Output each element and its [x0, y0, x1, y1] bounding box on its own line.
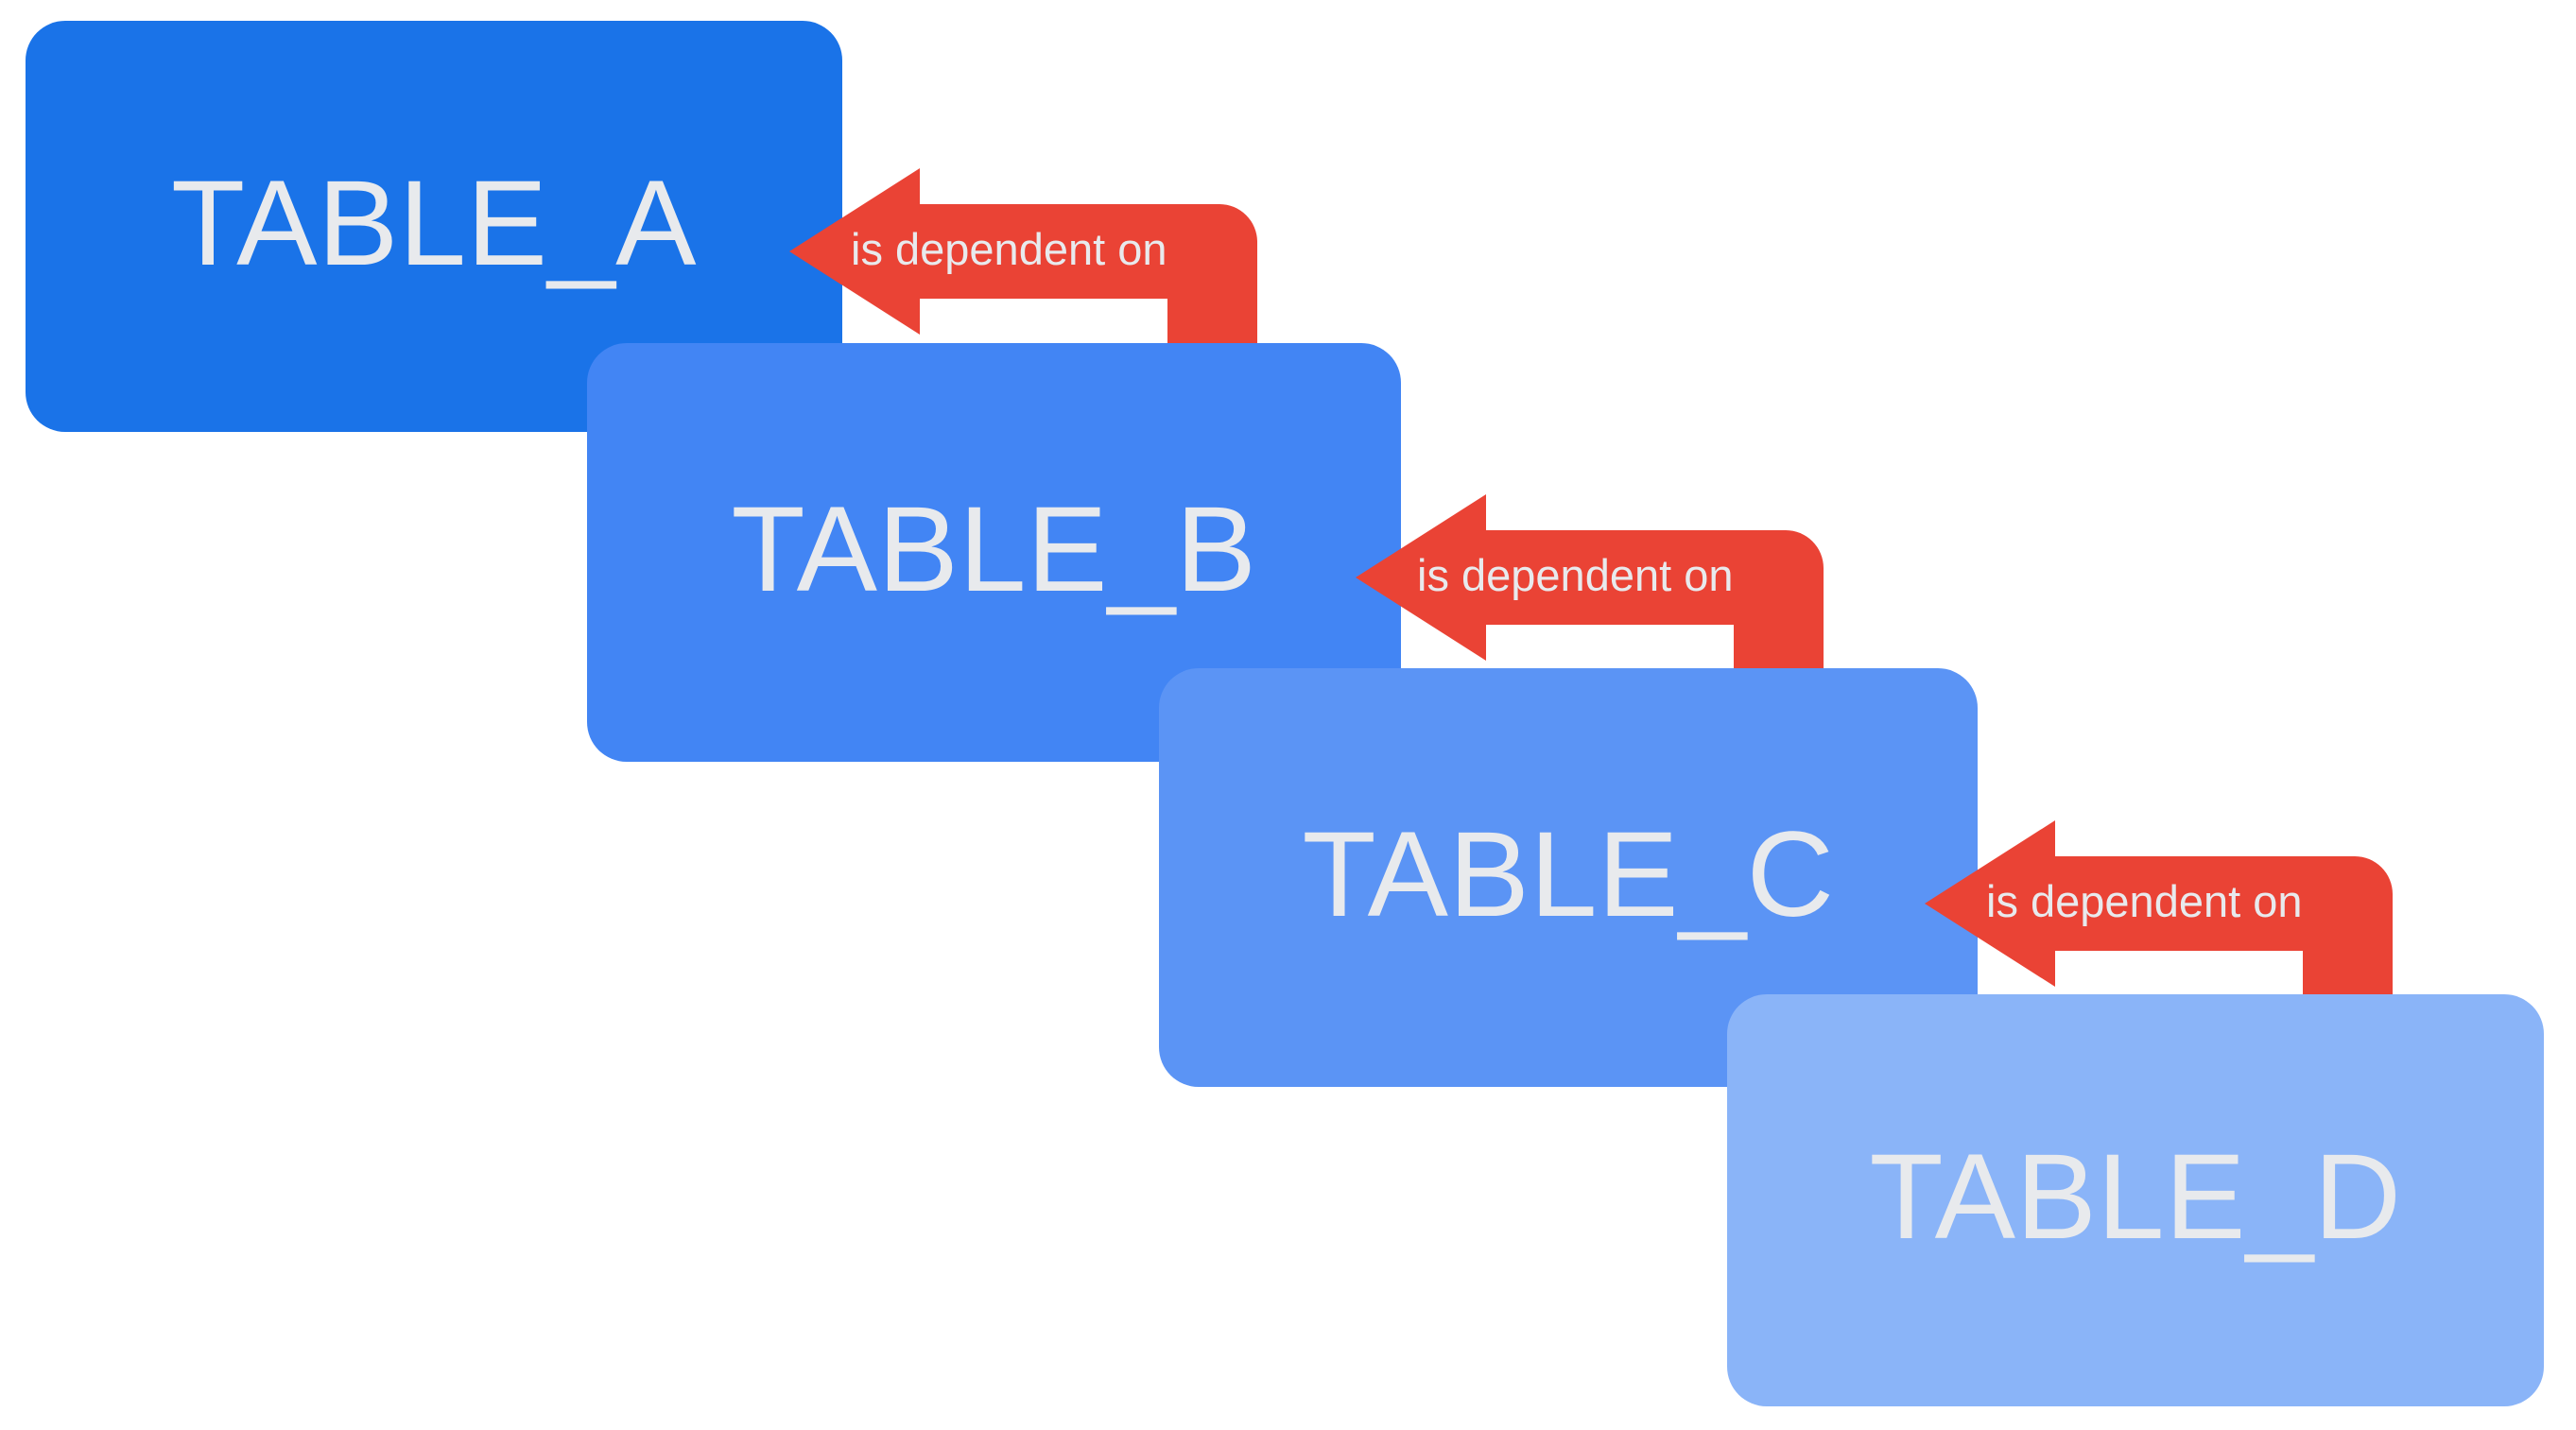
node-card-table-a[interactable]: TABLE_A [26, 21, 842, 432]
node-card-table-d[interactable]: TABLE_D [1727, 994, 2544, 1406]
edge-label-table-b-to-table-a: is dependent on [851, 224, 1167, 274]
edge-label-table-d-to-table-c: is dependent on [1986, 876, 2303, 926]
node-card-label-table-b: TABLE_B [731, 481, 1257, 617]
node-card-label-table-a: TABLE_A [170, 155, 698, 291]
node-card-label-table-d: TABLE_D [1869, 1129, 2402, 1265]
edge-label-table-c-to-table-b: is dependent on [1417, 550, 1734, 600]
node-card-label-table-c: TABLE_C [1302, 806, 1835, 942]
